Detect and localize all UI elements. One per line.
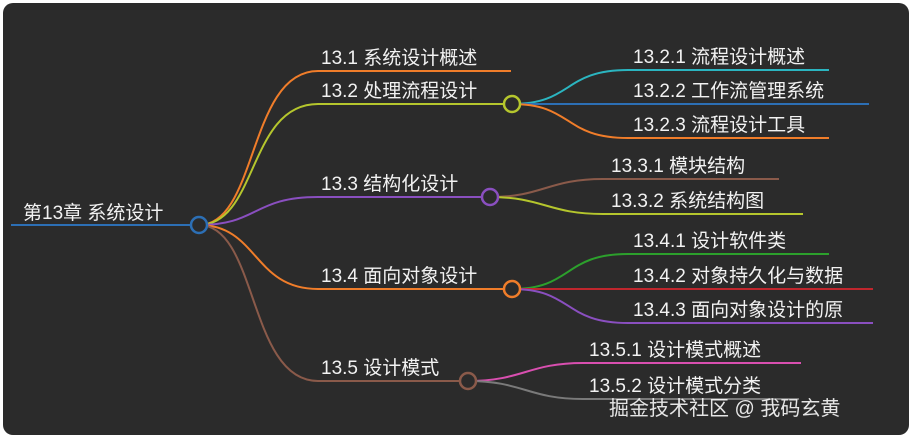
branch-13-4-collapse-node[interactable] [502, 279, 522, 299]
node-13-5-1-label[interactable]: 13.5.1 设计模式概述 [589, 339, 761, 361]
mindmap-edges [11, 69, 873, 400]
mindmap-labels: 第13章 系统设计 13.1 系统设计概述 13.2 处理流程设计 13.3 结… [23, 46, 843, 420]
node-13-3-2-label[interactable]: 13.3.2 系统结构图 [611, 190, 764, 212]
node-13-5-2-label[interactable]: 13.5.2 设计模式分类 [589, 375, 761, 397]
branch-13-3-collapse-node[interactable] [480, 187, 500, 207]
edge-13-2-3 [511, 103, 629, 139]
edge-13-5-2 [467, 380, 584, 400]
mindmap-svg: 第13章 系统设计 13.1 系统设计概述 13.2 处理流程设计 13.3 结… [11, 46, 873, 420]
edge-root-13-2 [198, 103, 319, 226]
node-13-4-2-label[interactable]: 13.4.2 对象持久化与数据 [633, 265, 843, 287]
root-label[interactable]: 第13章 系统设计 [23, 202, 163, 224]
root-collapse-node[interactable] [189, 215, 209, 235]
edge-13-5-1 [467, 362, 584, 382]
node-13-2-3-label[interactable]: 13.2.3 流程设计工具 [633, 114, 805, 136]
branch-13-3-label[interactable]: 13.3 结构化设计 [321, 173, 458, 195]
edge-13-3-1 [489, 178, 604, 198]
node-13-2-2-label[interactable]: 13.2.2 工作流管理系统 [633, 80, 824, 102]
edge-13-4-3 [511, 288, 629, 324]
edge-13-2-1 [511, 69, 629, 105]
branch-13-2-collapse-node[interactable] [502, 94, 522, 114]
branch-13-5-label[interactable]: 13.5 设计模式 [321, 357, 439, 379]
branch-13-4-label[interactable]: 13.4 面向对象设计 [321, 265, 477, 287]
edge-root-13-5 [198, 224, 319, 382]
node-13-2-1-label[interactable]: 13.2.1 流程设计概述 [633, 46, 805, 68]
edge-13-3-2 [489, 196, 604, 215]
branch-13-1-label[interactable]: 13.1 系统设计概述 [321, 47, 477, 69]
watermark: 掘金技术社区 @ 我码玄黄 [609, 397, 840, 420]
node-13-3-1-label[interactable]: 13.3.1 模块结构 [611, 155, 745, 177]
branch-13-5-collapse-node[interactable] [458, 371, 478, 391]
mindmap-canvas: 第13章 系统设计 13.1 系统设计概述 13.2 处理流程设计 13.3 结… [3, 3, 909, 435]
branch-13-2-label[interactable]: 13.2 处理流程设计 [321, 80, 477, 102]
node-13-4-3-label[interactable]: 13.4.3 面向对象设计的原 [633, 299, 843, 321]
edge-root-13-1 [198, 70, 319, 226]
node-13-4-1-label[interactable]: 13.4.1 设计软件类 [633, 230, 786, 252]
edge-root-13-4 [198, 224, 319, 290]
edge-13-4-1 [511, 253, 629, 290]
mindmap-nodes [189, 94, 522, 391]
edge-root-13-3 [198, 196, 319, 226]
